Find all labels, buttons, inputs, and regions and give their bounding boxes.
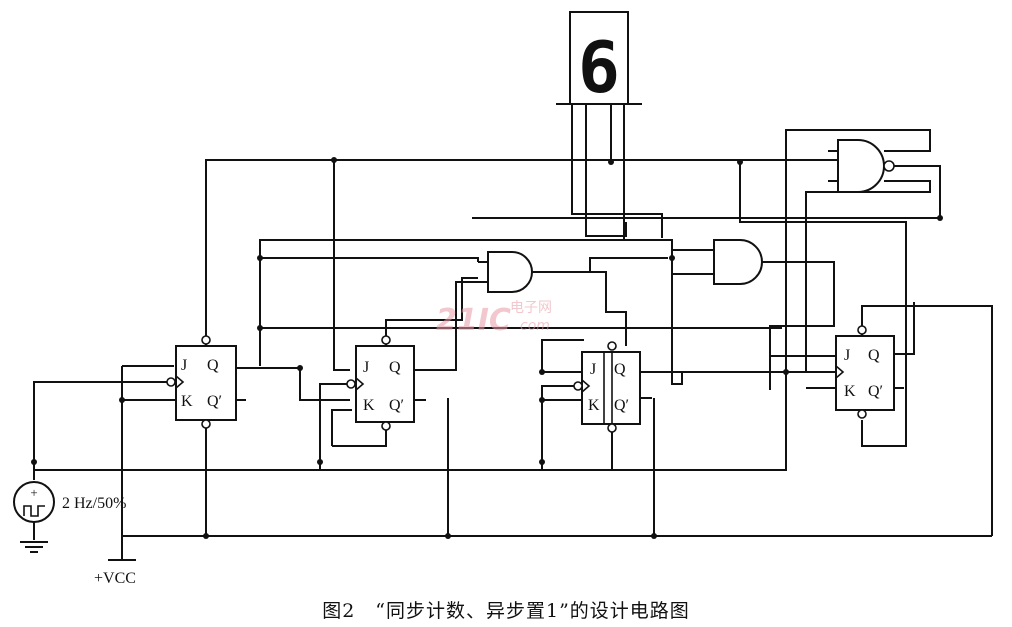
junction-dots <box>31 157 943 539</box>
watermark-logo-text: 21IC <box>436 303 511 338</box>
jk-flip-flop-4: J Q K Q′ <box>835 325 904 419</box>
watermark-chinese-text: 电子网 <box>510 300 552 316</box>
ff2-k-label: K <box>363 397 375 414</box>
ff2-q-label: Q <box>389 359 401 376</box>
ff4-q-label: Q <box>868 347 880 364</box>
ff4-qn-label: Q′ <box>868 383 883 400</box>
watermark-logo: 21IC 电子网 com <box>436 300 552 338</box>
seven-segment-display: 6 <box>556 11 663 240</box>
ff1-j-label: J <box>181 357 187 374</box>
ground-icon <box>20 541 48 553</box>
ff3-qn-label: Q′ <box>614 397 629 414</box>
and-gate-right <box>702 239 835 390</box>
ff2-j-label: J <box>363 359 369 376</box>
ff4-j-label: J <box>844 347 850 364</box>
watermark-domain-text: com <box>520 318 550 334</box>
vcc-label: +VCC <box>94 570 136 587</box>
jk-flip-flop-3: J Q K Q′ <box>573 341 652 433</box>
jk-flip-flop-2: J Q K Q′ <box>346 335 426 431</box>
wiring <box>33 159 993 560</box>
ff2-qn-label: Q′ <box>389 397 404 414</box>
ff3-k-label: K <box>588 397 600 414</box>
clock-source: + 2 Hz/50% <box>13 481 126 553</box>
ff1-qn-label: Q′ <box>207 393 222 410</box>
jk-flip-flop-1: J Q K Q′ <box>166 335 246 429</box>
nand-gate-top <box>785 129 941 372</box>
ff1-k-label: K <box>181 393 193 410</box>
ff3-j-label: J <box>590 361 596 378</box>
ff4-k-label: K <box>844 383 856 400</box>
and-gate-middle <box>478 251 668 293</box>
clock-frequency-label: 2 Hz/50% <box>62 495 126 512</box>
ff3-q-label: Q <box>614 361 626 378</box>
display-digit: 6 <box>578 27 620 109</box>
ff1-q-label: Q <box>207 357 219 374</box>
clock-polarity-label: + <box>30 485 37 500</box>
power-supply: +VCC <box>94 559 136 587</box>
figure-caption: 图2 “同步计数、异步置1”的设计电路图 <box>322 600 690 622</box>
